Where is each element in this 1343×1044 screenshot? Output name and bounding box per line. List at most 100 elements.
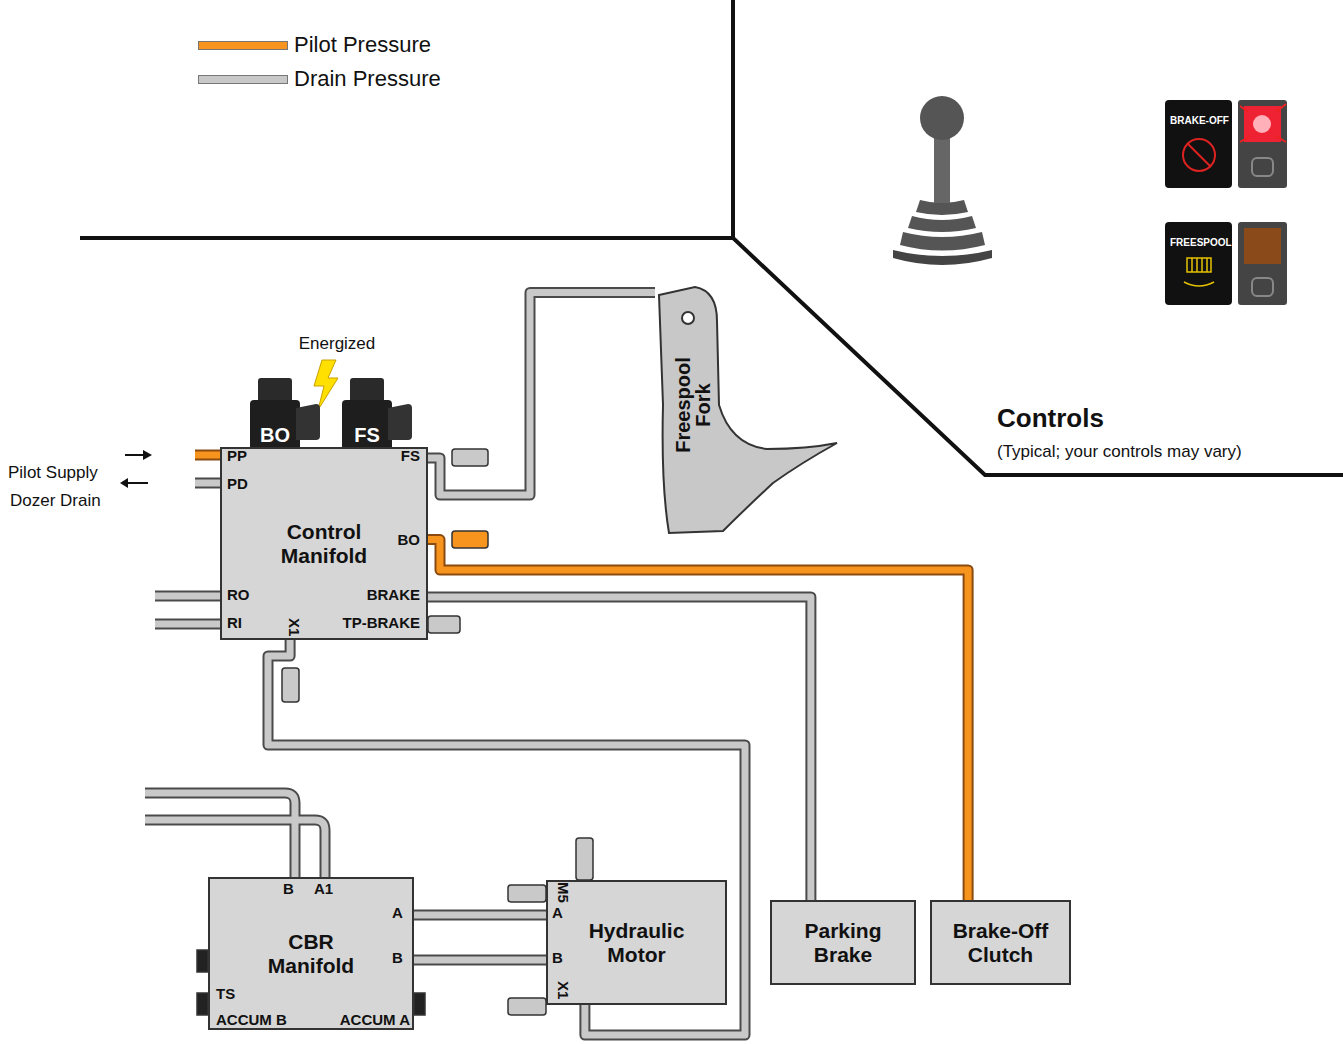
freespool-switch xyxy=(1165,222,1287,305)
pipe-connector xyxy=(428,293,655,496)
pipe-connector xyxy=(414,914,546,915)
node-label: Hydraulic Motor xyxy=(577,919,697,966)
legend-label: Pilot Pressure xyxy=(294,32,431,58)
brake-off-switch xyxy=(1183,139,1215,171)
node-label: Parking Brake xyxy=(778,919,908,966)
port-label: X1 xyxy=(286,618,303,636)
port-label: BRAKE-OFF xyxy=(1170,115,1229,126)
legend-row: Drain Pressure xyxy=(198,66,441,92)
pipe-connector xyxy=(414,959,546,960)
brake-off-clutch: Brake-Off Clutch xyxy=(930,900,1071,985)
heading: Controls xyxy=(997,404,1104,433)
joystick xyxy=(893,96,992,265)
pipe-fill xyxy=(414,911,546,918)
joystick xyxy=(908,216,976,232)
pipe-outline xyxy=(414,909,546,920)
port-label: A xyxy=(552,905,563,922)
port-label: FREESPOOL xyxy=(1170,237,1232,248)
supply-lines xyxy=(155,483,222,624)
pipe-fill xyxy=(428,540,968,900)
pipe-outline xyxy=(428,540,968,900)
fitting xyxy=(576,838,593,880)
solenoid-connector xyxy=(296,404,320,440)
supply-lines xyxy=(195,450,222,461)
port-label: X1 xyxy=(555,981,572,999)
port-label: PD xyxy=(227,476,248,493)
port-label: Dozer Drain xyxy=(10,492,101,511)
fork-shape xyxy=(659,287,837,533)
solenoid-connector xyxy=(388,404,412,440)
hydraulic-motor: Hydraulic Motor xyxy=(546,880,727,1005)
fitting xyxy=(452,449,488,466)
brake-off-switch xyxy=(1165,100,1287,188)
region-divider xyxy=(80,0,1343,475)
port-label: TS xyxy=(216,986,235,1003)
freespool-switch xyxy=(1238,222,1287,305)
joystick xyxy=(900,232,985,251)
port-label: M5 xyxy=(555,882,572,903)
pipe-outline xyxy=(414,954,546,965)
port-label: BRAKE xyxy=(367,587,420,604)
legend-row: Pilot Pressure xyxy=(198,32,431,58)
legend-label: Drain Pressure xyxy=(294,66,441,92)
port-label: Energized xyxy=(299,335,376,354)
node-label: Control Manifold xyxy=(262,520,387,567)
port-label: RI xyxy=(227,615,242,632)
node-label: Brake-Off Clutch xyxy=(938,919,1063,966)
brake-off-switch xyxy=(1187,143,1211,167)
brake-off-switch xyxy=(1165,100,1232,188)
supply-lines xyxy=(143,450,152,460)
fitting xyxy=(452,531,488,548)
fitting xyxy=(282,668,299,702)
fitting xyxy=(414,993,425,1015)
fork-hole xyxy=(682,312,694,324)
port-label: TP-BRAKE xyxy=(343,615,421,632)
freespool-switch xyxy=(1252,278,1273,296)
fitting xyxy=(508,998,546,1015)
energized-bolt xyxy=(314,360,338,410)
supply-lines xyxy=(120,478,128,488)
supply-lines xyxy=(195,452,222,459)
pipe-fill xyxy=(428,293,655,496)
cbr-hoses xyxy=(145,793,325,878)
freespool-switch xyxy=(1184,258,1214,286)
joystick xyxy=(893,250,992,265)
pipe-fill xyxy=(414,956,546,963)
cbr-hoses xyxy=(145,793,325,878)
node-label: FS xyxy=(342,424,392,446)
legend-swatch xyxy=(198,41,288,50)
port-label: (Typical; your controls may vary) xyxy=(997,443,1242,462)
brake-off-switch xyxy=(1252,158,1273,176)
port-label: PP xyxy=(227,448,247,465)
cbr-manifold: CBR Manifold xyxy=(208,877,414,1030)
joystick xyxy=(920,96,964,140)
supply-lines xyxy=(128,482,148,484)
legend-swatch xyxy=(198,75,288,84)
port-label: A xyxy=(392,905,403,922)
supply-lines xyxy=(125,454,143,456)
parking-brake: Parking Brake xyxy=(770,900,916,985)
freespool-fork: Freespool Fork xyxy=(655,285,840,535)
port-label: A1 xyxy=(314,881,333,898)
pipe-connector xyxy=(428,540,968,900)
supply-lines xyxy=(155,483,222,624)
port-label: Pilot Supply xyxy=(8,464,98,483)
port-label: RO xyxy=(227,587,250,604)
brake-off-switch xyxy=(1238,100,1287,188)
port-label: B xyxy=(552,950,563,967)
region-divider xyxy=(80,0,1343,475)
node-label: CBR Manifold xyxy=(249,930,374,977)
brake-off-switch xyxy=(1240,104,1286,142)
port-label: B xyxy=(283,881,294,898)
energized-bolt xyxy=(314,360,338,410)
freespool-switch xyxy=(1244,228,1281,264)
port-label: ACCUM B xyxy=(216,1012,287,1029)
port-label: B xyxy=(392,950,403,967)
control-manifold: Control Manifold xyxy=(220,447,428,640)
fitting xyxy=(197,993,208,1015)
freespool-switch xyxy=(1165,222,1232,305)
pipe-outline xyxy=(428,293,655,496)
fitting xyxy=(428,616,460,633)
cbr-hoses xyxy=(145,793,325,878)
fitting xyxy=(508,885,546,902)
